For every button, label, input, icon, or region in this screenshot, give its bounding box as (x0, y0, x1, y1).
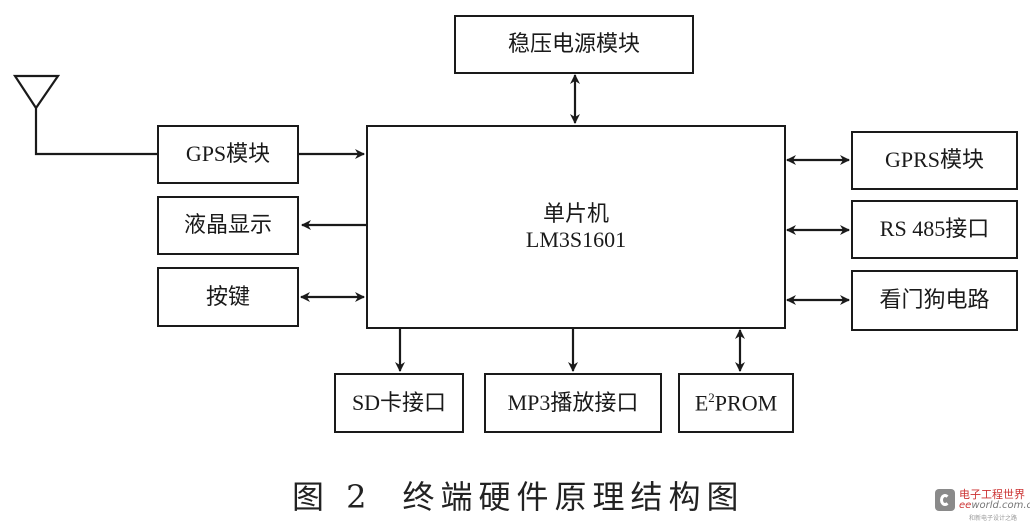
sd-card-box: SD卡接口 (334, 373, 464, 433)
figure-title: 终端硬件原理结构图 (402, 478, 745, 516)
eeworld-logo-icon (935, 489, 955, 511)
watermark: 电子工程世界 eeworld.com.cn 和新电子设计之路 (935, 485, 1030, 522)
eeprom-label-base: E (694, 389, 709, 415)
eeprom-label: E2PROM (695, 390, 777, 417)
watermark-en-rest: world.com.cn (971, 500, 1030, 511)
gprs-module-box: GPRS模块 (851, 131, 1018, 190)
eeprom-box: E2PROM (678, 373, 794, 433)
rs485-label: RS 485接口 (879, 216, 990, 242)
eeprom-label-sup: 2 (708, 389, 715, 405)
rs485-box: RS 485接口 (851, 200, 1018, 259)
mp3-box: MP3播放接口 (484, 373, 662, 433)
mcu-label-cn: 单片机 (542, 200, 609, 226)
eeprom-label-rest: PROM (714, 389, 778, 415)
keys-box: 按键 (157, 267, 299, 327)
watermark-tagline: 和新电子设计之路 (969, 515, 1018, 522)
power-module-label: 稳压电源模块 (507, 31, 640, 57)
mcu-box: 单片机 LM3S1601 (366, 125, 786, 329)
watermark-en-prefix: ee (959, 500, 972, 511)
lcd-display-label: 液晶显示 (183, 212, 272, 238)
keys-label: 按键 (205, 283, 250, 309)
lcd-display-box: 液晶显示 (157, 196, 299, 255)
watchdog-box: 看门狗电路 (851, 270, 1018, 331)
watermark-cn: 电子工程世界 (959, 488, 1025, 501)
gps-module-box: GPS模块 (157, 125, 299, 184)
watchdog-label: 看门狗电路 (879, 287, 990, 313)
watermark-en: eeworld.com.cn (959, 500, 1030, 511)
gps-module-label: GPS模块 (185, 141, 271, 167)
mp3-label: MP3播放接口 (507, 389, 639, 415)
power-module-box: 稳压电源模块 (454, 15, 694, 74)
mcu-label-model: LM3S1601 (525, 227, 627, 252)
antenna-icon (12, 74, 157, 156)
figure-number: 图 2 (292, 478, 373, 516)
gprs-module-label: GPRS模块 (884, 147, 985, 173)
figure-caption: 图 2 终端硬件原理结构图 (292, 472, 745, 518)
sd-card-label: SD卡接口 (351, 389, 447, 415)
